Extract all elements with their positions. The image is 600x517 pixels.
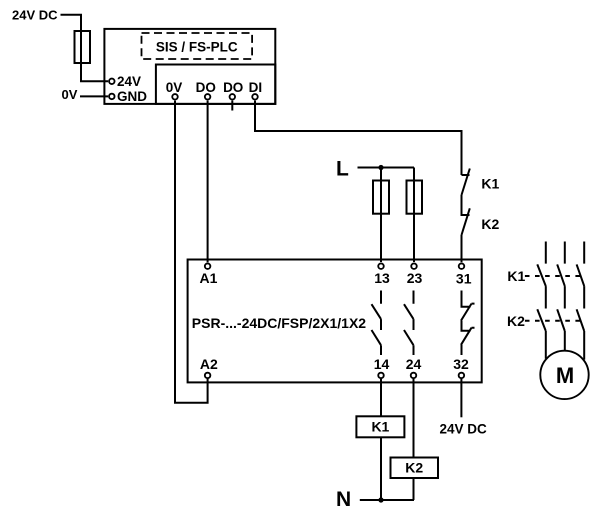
svg-text:32: 32 bbox=[453, 356, 469, 372]
svg-text:DO: DO bbox=[223, 80, 243, 95]
svg-text:L: L bbox=[336, 157, 349, 180]
svg-text:DO: DO bbox=[196, 80, 216, 95]
svg-text:N: N bbox=[336, 488, 351, 511]
svg-text:13: 13 bbox=[374, 270, 390, 286]
svg-text:A1: A1 bbox=[200, 270, 218, 286]
svg-text:31: 31 bbox=[456, 270, 472, 286]
svg-text:14: 14 bbox=[374, 356, 390, 372]
svg-text:24V DC: 24V DC bbox=[12, 8, 58, 23]
svg-text:SIS / FS-PLC: SIS / FS-PLC bbox=[156, 39, 238, 54]
svg-text:A2: A2 bbox=[200, 356, 218, 372]
svg-text:PSR-...-24DC/FSP/2X1/1X2: PSR-...-24DC/FSP/2X1/1X2 bbox=[192, 315, 367, 331]
svg-text:24: 24 bbox=[406, 356, 422, 372]
svg-text:DI: DI bbox=[249, 80, 263, 95]
svg-text:M: M bbox=[556, 363, 574, 388]
svg-text:K1: K1 bbox=[371, 419, 389, 435]
svg-text:K2: K2 bbox=[481, 216, 499, 232]
svg-text:0V: 0V bbox=[62, 87, 78, 102]
svg-text:K2: K2 bbox=[507, 313, 525, 329]
svg-text:K1: K1 bbox=[481, 175, 499, 191]
svg-text:23: 23 bbox=[407, 270, 423, 286]
svg-text:GND: GND bbox=[117, 89, 147, 104]
svg-text:24V: 24V bbox=[117, 74, 141, 89]
svg-text:K1: K1 bbox=[507, 268, 525, 284]
svg-text:K2: K2 bbox=[405, 460, 423, 476]
svg-text:24V DC: 24V DC bbox=[440, 421, 488, 436]
svg-text:0V: 0V bbox=[166, 80, 183, 95]
